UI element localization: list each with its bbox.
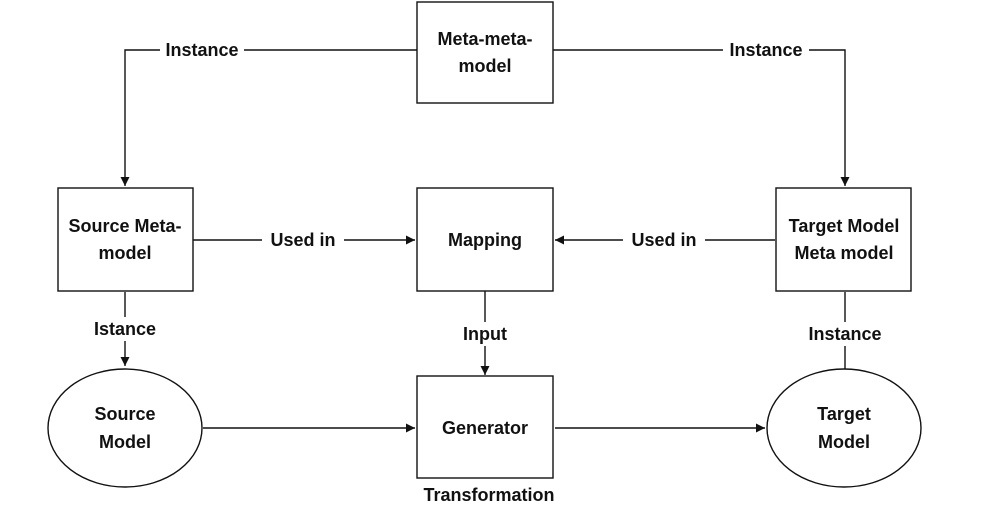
target-meta-model-box: [775, 187, 912, 292]
mapping-box: [416, 187, 554, 292]
edge-label-used-in-right: Used in: [631, 230, 696, 250]
meta-meta-model-label-1: Meta-meta-: [437, 29, 532, 49]
source-meta-model-label-1: Source Meta-: [68, 216, 181, 236]
mapping-label: Mapping: [448, 230, 522, 250]
target-model-label-1: Target: [817, 404, 871, 424]
target-model-ellipse: [766, 368, 922, 488]
target-meta-model-label-1: Target Model: [789, 216, 900, 236]
edge-label-instance-left: Instance: [165, 40, 238, 60]
transformation-caption: Transformation: [423, 485, 554, 505]
target-meta-model-label-2: Meta model: [794, 243, 893, 263]
generator-box: [416, 375, 554, 479]
edge-label-istance-source: Istance: [94, 319, 156, 339]
source-model-label-2: Model: [99, 432, 151, 452]
target-model-label-2: Model: [818, 432, 870, 452]
edge-label-instance-right: Instance: [729, 40, 802, 60]
edge-label-used-in-left: Used in: [270, 230, 335, 250]
generator-label: Generator: [442, 418, 528, 438]
meta-meta-model-label-2: model: [458, 56, 511, 76]
edge-label-input: Input: [463, 324, 507, 344]
source-meta-model-box: [57, 187, 194, 292]
meta-meta-model-box: [416, 1, 554, 104]
edge-label-instance-target: Instance: [808, 324, 881, 344]
edge-instance-left: [120, 49, 417, 186]
source-model-label-1: Source: [94, 404, 155, 424]
edge-instance-right: [553, 49, 850, 186]
source-model-ellipse: [47, 368, 203, 488]
source-meta-model-label-2: model: [98, 243, 151, 263]
